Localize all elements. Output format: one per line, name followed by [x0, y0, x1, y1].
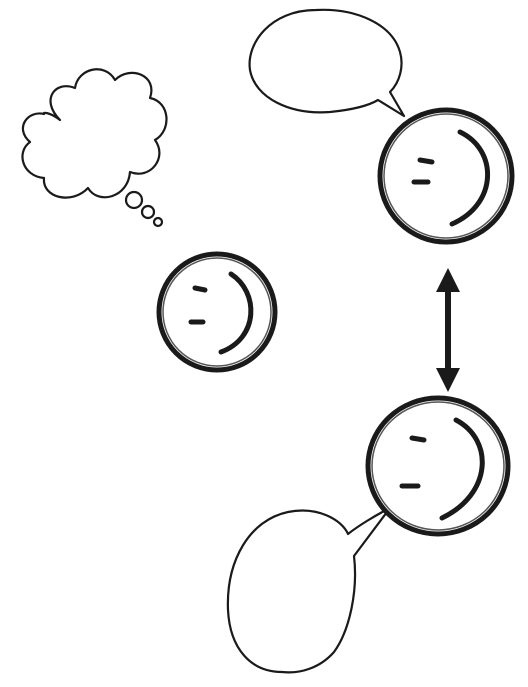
smiley-face-icon	[365, 395, 511, 537]
double-arrow-icon	[436, 268, 460, 392]
smiley-face-icon	[377, 107, 515, 245]
speech-bubble-icon	[226, 506, 392, 674]
thought-cloud-icon	[21, 68, 168, 228]
speech-bubble-icon	[248, 8, 406, 118]
smiley-face-icon	[156, 251, 278, 373]
